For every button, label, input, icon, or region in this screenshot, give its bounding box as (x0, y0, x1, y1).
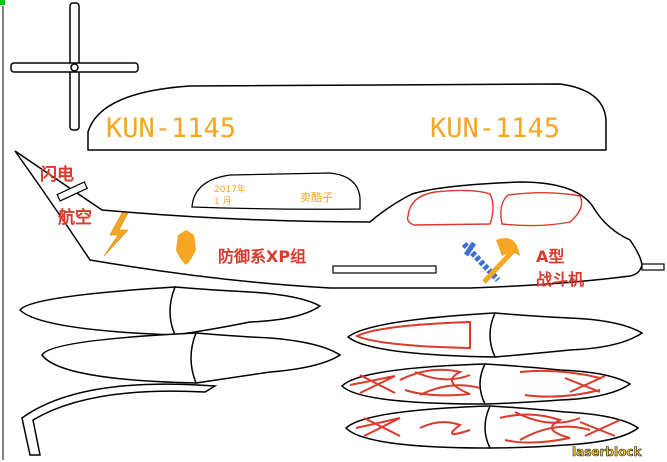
badge-text: 防御系XP组 (218, 247, 306, 266)
pod-right-2 (340, 363, 632, 405)
pod-right-1 (346, 312, 644, 358)
brand-text-line2: 航空 (58, 207, 92, 228)
crossed-tools-icon (461, 238, 520, 284)
corner-marker (0, 0, 5, 5)
pod-left-1 (19, 286, 322, 336)
window-front (406, 189, 494, 226)
watermark-text: laserblock (572, 445, 642, 459)
pod-left-2 (41, 332, 342, 384)
main-wing: KUN-1145 KUN-1145 (87, 83, 607, 151)
wing-label-right: KUN-1145 (430, 113, 560, 144)
lightning-icon (103, 212, 129, 257)
window-rear (500, 192, 583, 227)
brand-text-line1: 闪电 (40, 164, 74, 185)
wing-label-left: KUN-1145 (106, 113, 236, 144)
type-line2: 战斗机 (536, 270, 584, 289)
canopy-date: 2017年 (214, 183, 246, 195)
propeller-icon (10, 2, 139, 131)
skid-curve (21, 383, 218, 456)
pod-right-3 (344, 405, 640, 449)
canopy-sub: 1 月 (214, 196, 232, 207)
shield-badge-icon (176, 230, 196, 265)
type-line1: A型 (536, 247, 564, 266)
fuselage-side: 闪电 航空 2017年 1 月 卖酷子 防御系XP组 A型 战斗机 (14, 150, 665, 289)
canopy-name: 卖酷子 (300, 191, 333, 204)
